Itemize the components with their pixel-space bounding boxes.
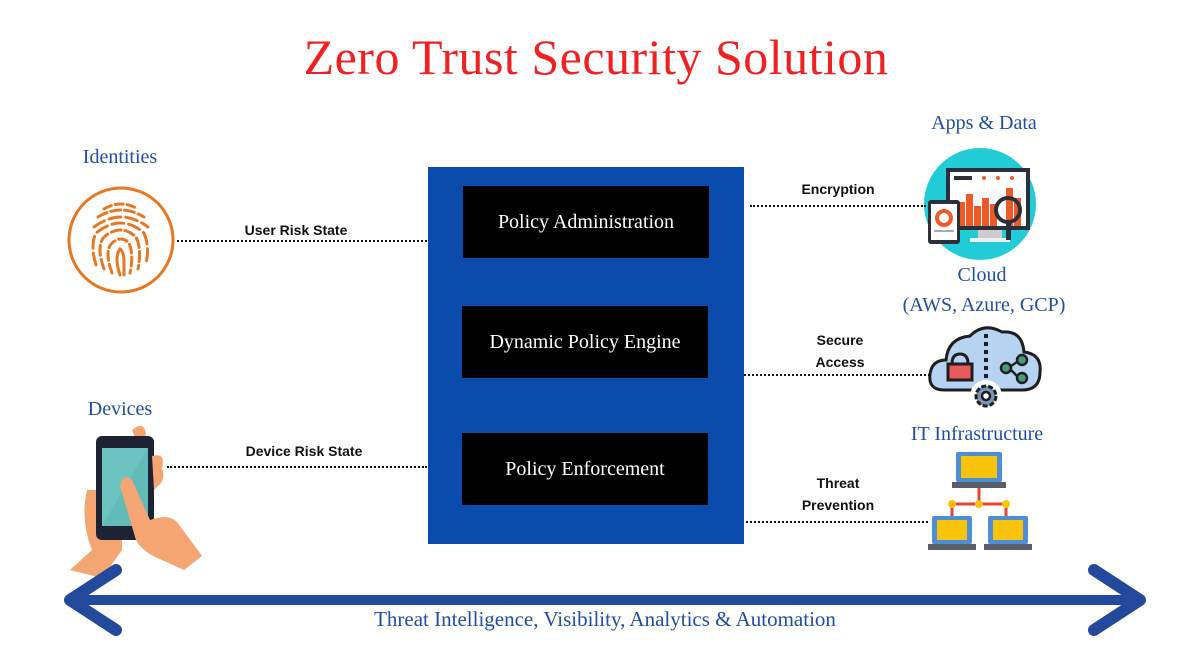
zero-trust-core-panel: Policy Administration Dynamic Policy Eng…: [428, 167, 744, 544]
policy-enforcement-label: Policy Enforcement: [505, 457, 665, 480]
threat-prevention-line2: Prevention: [801, 497, 875, 513]
threat-prevention-connector: [746, 521, 928, 523]
encryption-connector: [750, 205, 926, 207]
device-risk-state-label: Device Risk State: [245, 443, 363, 459]
cloud-providers-label: (AWS, Azure, GCP): [902, 294, 1066, 316]
policy-administration-box: Policy Administration: [463, 186, 709, 258]
secure-access-label: Secure Access: [800, 329, 880, 373]
diagram-title: Zero Trust Security Solution: [303, 29, 889, 85]
apps-data-label: Apps & Data: [931, 112, 1037, 134]
devices-label: Devices: [87, 398, 153, 420]
network-computers-icon: [928, 452, 1032, 550]
cloud-security-icon: [928, 326, 1042, 412]
secure-access-connector: [744, 374, 930, 376]
secure-access-line2: Access: [815, 354, 865, 370]
policy-administration-label: Policy Administration: [497, 210, 675, 233]
cloud-label: Cloud: [957, 264, 1007, 286]
bottom-capability-label: Threat Intelligence, Visibility, Analyti…: [374, 607, 836, 631]
fingerprint-icon: [67, 186, 175, 294]
secure-access-line1: Secure: [816, 332, 864, 348]
analytics-dashboard-icon: [924, 148, 1036, 260]
encryption-label: Encryption: [801, 181, 875, 197]
dynamic-policy-engine-label: Dynamic Policy Engine: [489, 330, 681, 353]
device-risk-connector: [167, 466, 427, 468]
user-risk-connector: [177, 240, 427, 242]
user-risk-state-label: User Risk State: [244, 222, 348, 238]
smartphone-hands-icon: [70, 425, 202, 578]
threat-prevention-label: Threat Prevention: [786, 472, 890, 516]
identities-label: Identities: [82, 146, 158, 168]
threat-prevention-line1: Threat: [816, 475, 860, 491]
dynamic-policy-engine-box: Dynamic Policy Engine: [462, 306, 708, 378]
double-arrow-icon: [64, 564, 1146, 636]
policy-enforcement-box: Policy Enforcement: [462, 433, 708, 505]
it-infrastructure-label: IT Infrastructure: [910, 423, 1044, 445]
